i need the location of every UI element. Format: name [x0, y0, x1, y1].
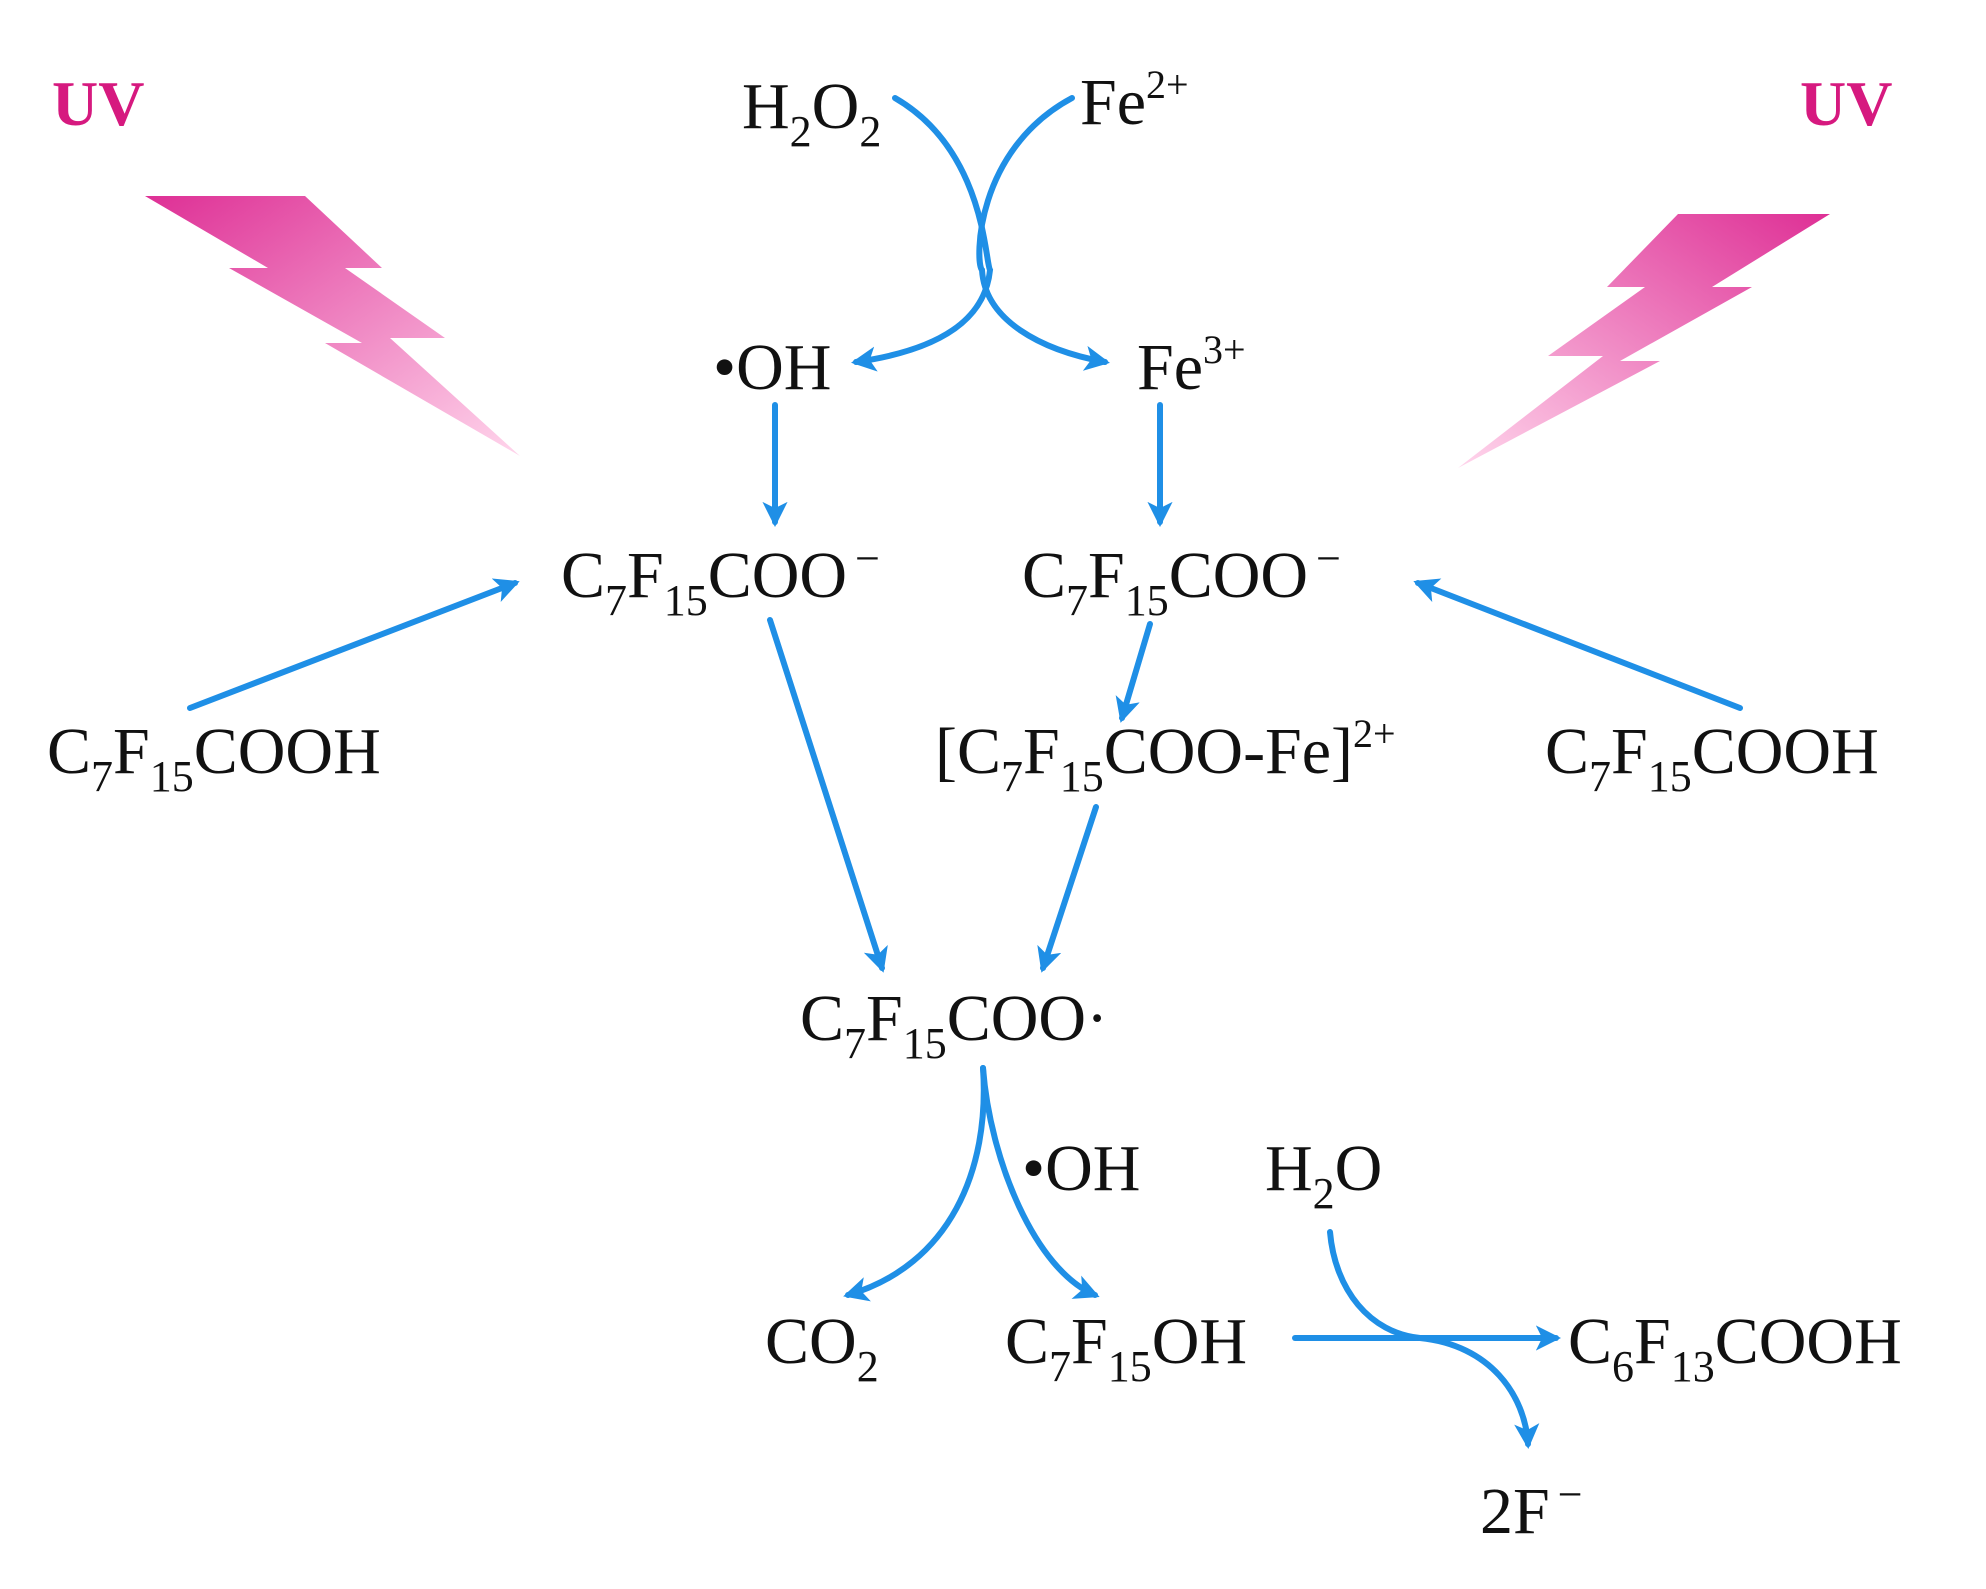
arrow-anion-to-complex	[1115, 621, 1153, 723]
species-shortened-acid: C6F13COOH	[1568, 1305, 1902, 1391]
arrow-acid-left-to-anion	[187, 578, 520, 711]
species-carboxylate-right: C7F15COO−	[1022, 534, 1341, 625]
arrow-fe2-to-fe3	[976, 95, 1110, 371]
species-hydroxyl-radical: •OH	[713, 331, 831, 404]
arrow-radical-to-alcohol	[980, 1065, 1100, 1299]
species-hydroxyl-radical-2: •OH	[1022, 1132, 1140, 1205]
species-h2o2: H2O2	[742, 70, 881, 156]
species-water: H2O	[1265, 1132, 1382, 1218]
species-iron-complex: [C7F15COO-Fe]2+	[935, 711, 1396, 801]
arrow-acid-right-to-anion	[1413, 578, 1743, 711]
uv-label-right: UV	[1800, 68, 1892, 139]
species-fe3: Fe3+	[1137, 327, 1246, 404]
species-co2: CO2	[765, 1305, 879, 1391]
arrow-to-fluoride	[1417, 1335, 1540, 1450]
species-fe2: Fe2+	[1080, 62, 1189, 139]
species-carboxylate-left: C7F15COO−	[561, 534, 880, 625]
arrow-radical-to-co2	[843, 1065, 987, 1302]
lightning-bolt-icon-right	[1458, 214, 1830, 468]
species-acid-right: C7F15COOH	[1545, 715, 1879, 801]
species-carboxyl-radical: C7F15COO·	[800, 982, 1108, 1068]
arrow-anion-to-radical	[767, 617, 888, 973]
lightning-bolt-icon-left	[145, 196, 520, 456]
arrow-water-input	[1327, 1229, 1423, 1341]
species-perfluoro-alcohol: C7F15OH	[1005, 1305, 1247, 1391]
uv-label-left: UV	[52, 68, 144, 139]
arrow-complex-to-radical	[1037, 804, 1099, 973]
species-acid-left: C7F15COOH	[47, 715, 381, 801]
reaction-arrows	[187, 95, 1743, 1450]
species-fluoride: 2F−	[1480, 1470, 1583, 1548]
arrow-h2o2-to-oh	[851, 95, 994, 372]
